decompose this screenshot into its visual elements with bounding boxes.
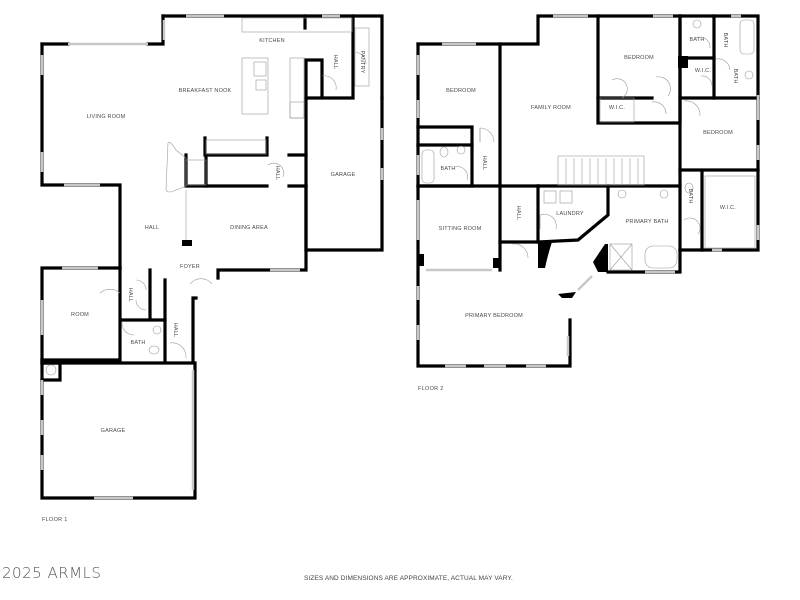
room-label-hall: HALL <box>127 287 133 303</box>
floor2-solid-shapes <box>418 56 688 298</box>
room-label-family-room: FAMILY ROOM <box>531 105 571 111</box>
floor2-label: FLOOR 2 <box>418 386 444 392</box>
room-label-primary-bedroom: PRIMARY BEDROOM <box>465 313 523 319</box>
room-label-w-i-c: W.I.C. <box>719 205 737 211</box>
floor2-windows <box>416 14 760 368</box>
room-label-bedroom: BEDROOM <box>703 130 733 136</box>
room-label-breakfast-nook: BREAKFAST NOOK <box>178 88 232 94</box>
room-label-sitting-room: SITTING ROOM <box>438 226 482 232</box>
room-label-living-room: LIVING ROOM <box>86 114 126 120</box>
room-label-foyer: FOYER <box>180 264 200 270</box>
room-label-hall: HALL <box>481 155 487 171</box>
room-label-garage: GARAGE <box>100 428 126 434</box>
room-label-laundry: LAUNDRY <box>556 211 584 217</box>
room-label-bath: BATH <box>732 68 738 84</box>
room-label-bath: BATH <box>689 37 705 43</box>
room-label-bath: BATH <box>130 340 146 346</box>
room-label-primary-bath: PRIMARY BATH <box>625 219 669 225</box>
floor1-windows <box>40 14 384 500</box>
room-label-bath: BATH <box>722 32 728 48</box>
room-label-hall: HALL <box>332 54 338 70</box>
room-label-bath: BATH <box>687 188 693 204</box>
room-label-bedroom: BEDROOM <box>446 88 476 94</box>
room-label-dining-area: DINING AREA <box>230 225 268 231</box>
room-label-room: ROOM <box>71 312 89 318</box>
room-label-bath: BATH <box>440 166 456 172</box>
room-label-hall: HALL <box>172 322 178 338</box>
room-label-hall: HALL <box>274 165 280 181</box>
room-label-w-i-c: W.I.C. <box>608 105 626 111</box>
room-label-hall: HALL <box>515 205 521 221</box>
floor2-fixtures <box>421 19 756 271</box>
room-label-w-i-c: W.I.C. <box>694 68 712 74</box>
copyright-watermark: 2025 ARMLS <box>2 564 102 582</box>
disclaimer-text: SIZES AND DIMENSIONS ARE APPROXIMATE, AC… <box>304 575 513 582</box>
floor1-fixtures <box>45 17 370 376</box>
room-label-kitchen: KITCHEN <box>259 38 285 44</box>
room-label-bedroom: BEDROOM <box>624 55 654 61</box>
room-label-pantry: PANTRY <box>359 50 365 74</box>
room-label-garage: GARAGE <box>330 172 356 178</box>
floor1-label: FLOOR 1 <box>42 517 68 523</box>
room-label-hall: HALL <box>144 225 160 231</box>
